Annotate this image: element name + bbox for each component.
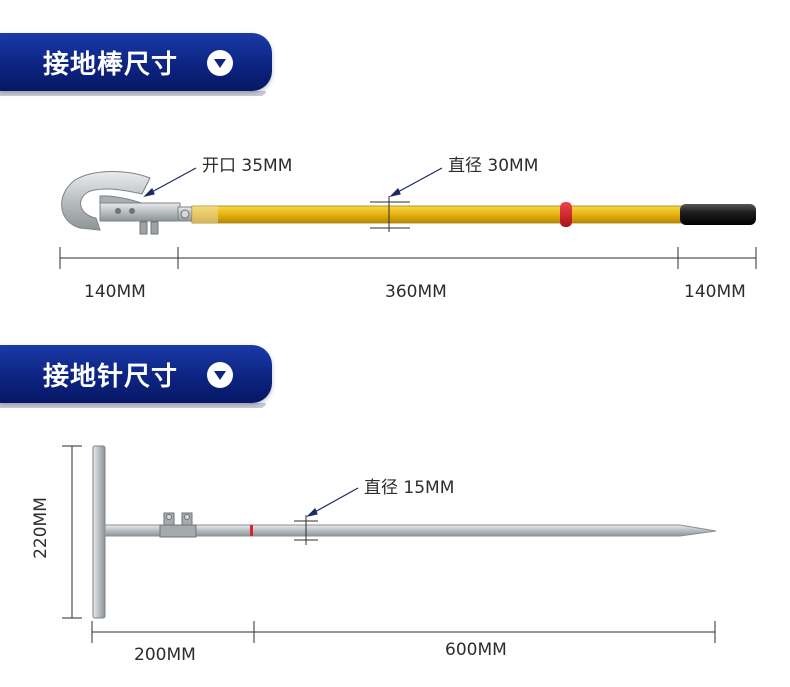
leader-line [143,167,443,198]
dimension-label-left: 200MM [134,645,196,665]
red-ring [560,202,572,227]
opening-label: 开口 35MM [202,156,293,176]
t-handle-bar [92,445,106,619]
dimension-label-middle: 360MM [385,282,447,302]
diameter-marker [294,515,318,545]
clamp-bolts [159,512,197,538]
pin-shaft [104,524,717,537]
dimension-label-right: 600MM [445,640,507,660]
dimension-label-head: 140MM [84,282,146,302]
dimension-line [91,621,716,643]
dimension-line [59,247,757,269]
handle-grip [680,204,756,225]
dimension-line [62,445,82,619]
dropdown-triangle-icon [207,50,233,76]
leader-line [306,487,359,518]
section-title: 接地棒尺寸 [43,50,179,80]
grounding-rod [59,167,757,269]
section-title: 接地针尺寸 [43,362,179,392]
dimension-label-height: 220MM [30,497,51,559]
dimension-label-handle: 140MM [684,282,746,302]
clamp-head [61,171,193,235]
insulating-pole [191,205,683,224]
diameter-label: 直径 30MM [448,156,539,176]
grounding-pin [62,445,717,643]
diameter-label: 直径 15MM [364,478,455,498]
dropdown-triangle-icon [207,362,233,388]
diameter-marker [370,196,410,232]
